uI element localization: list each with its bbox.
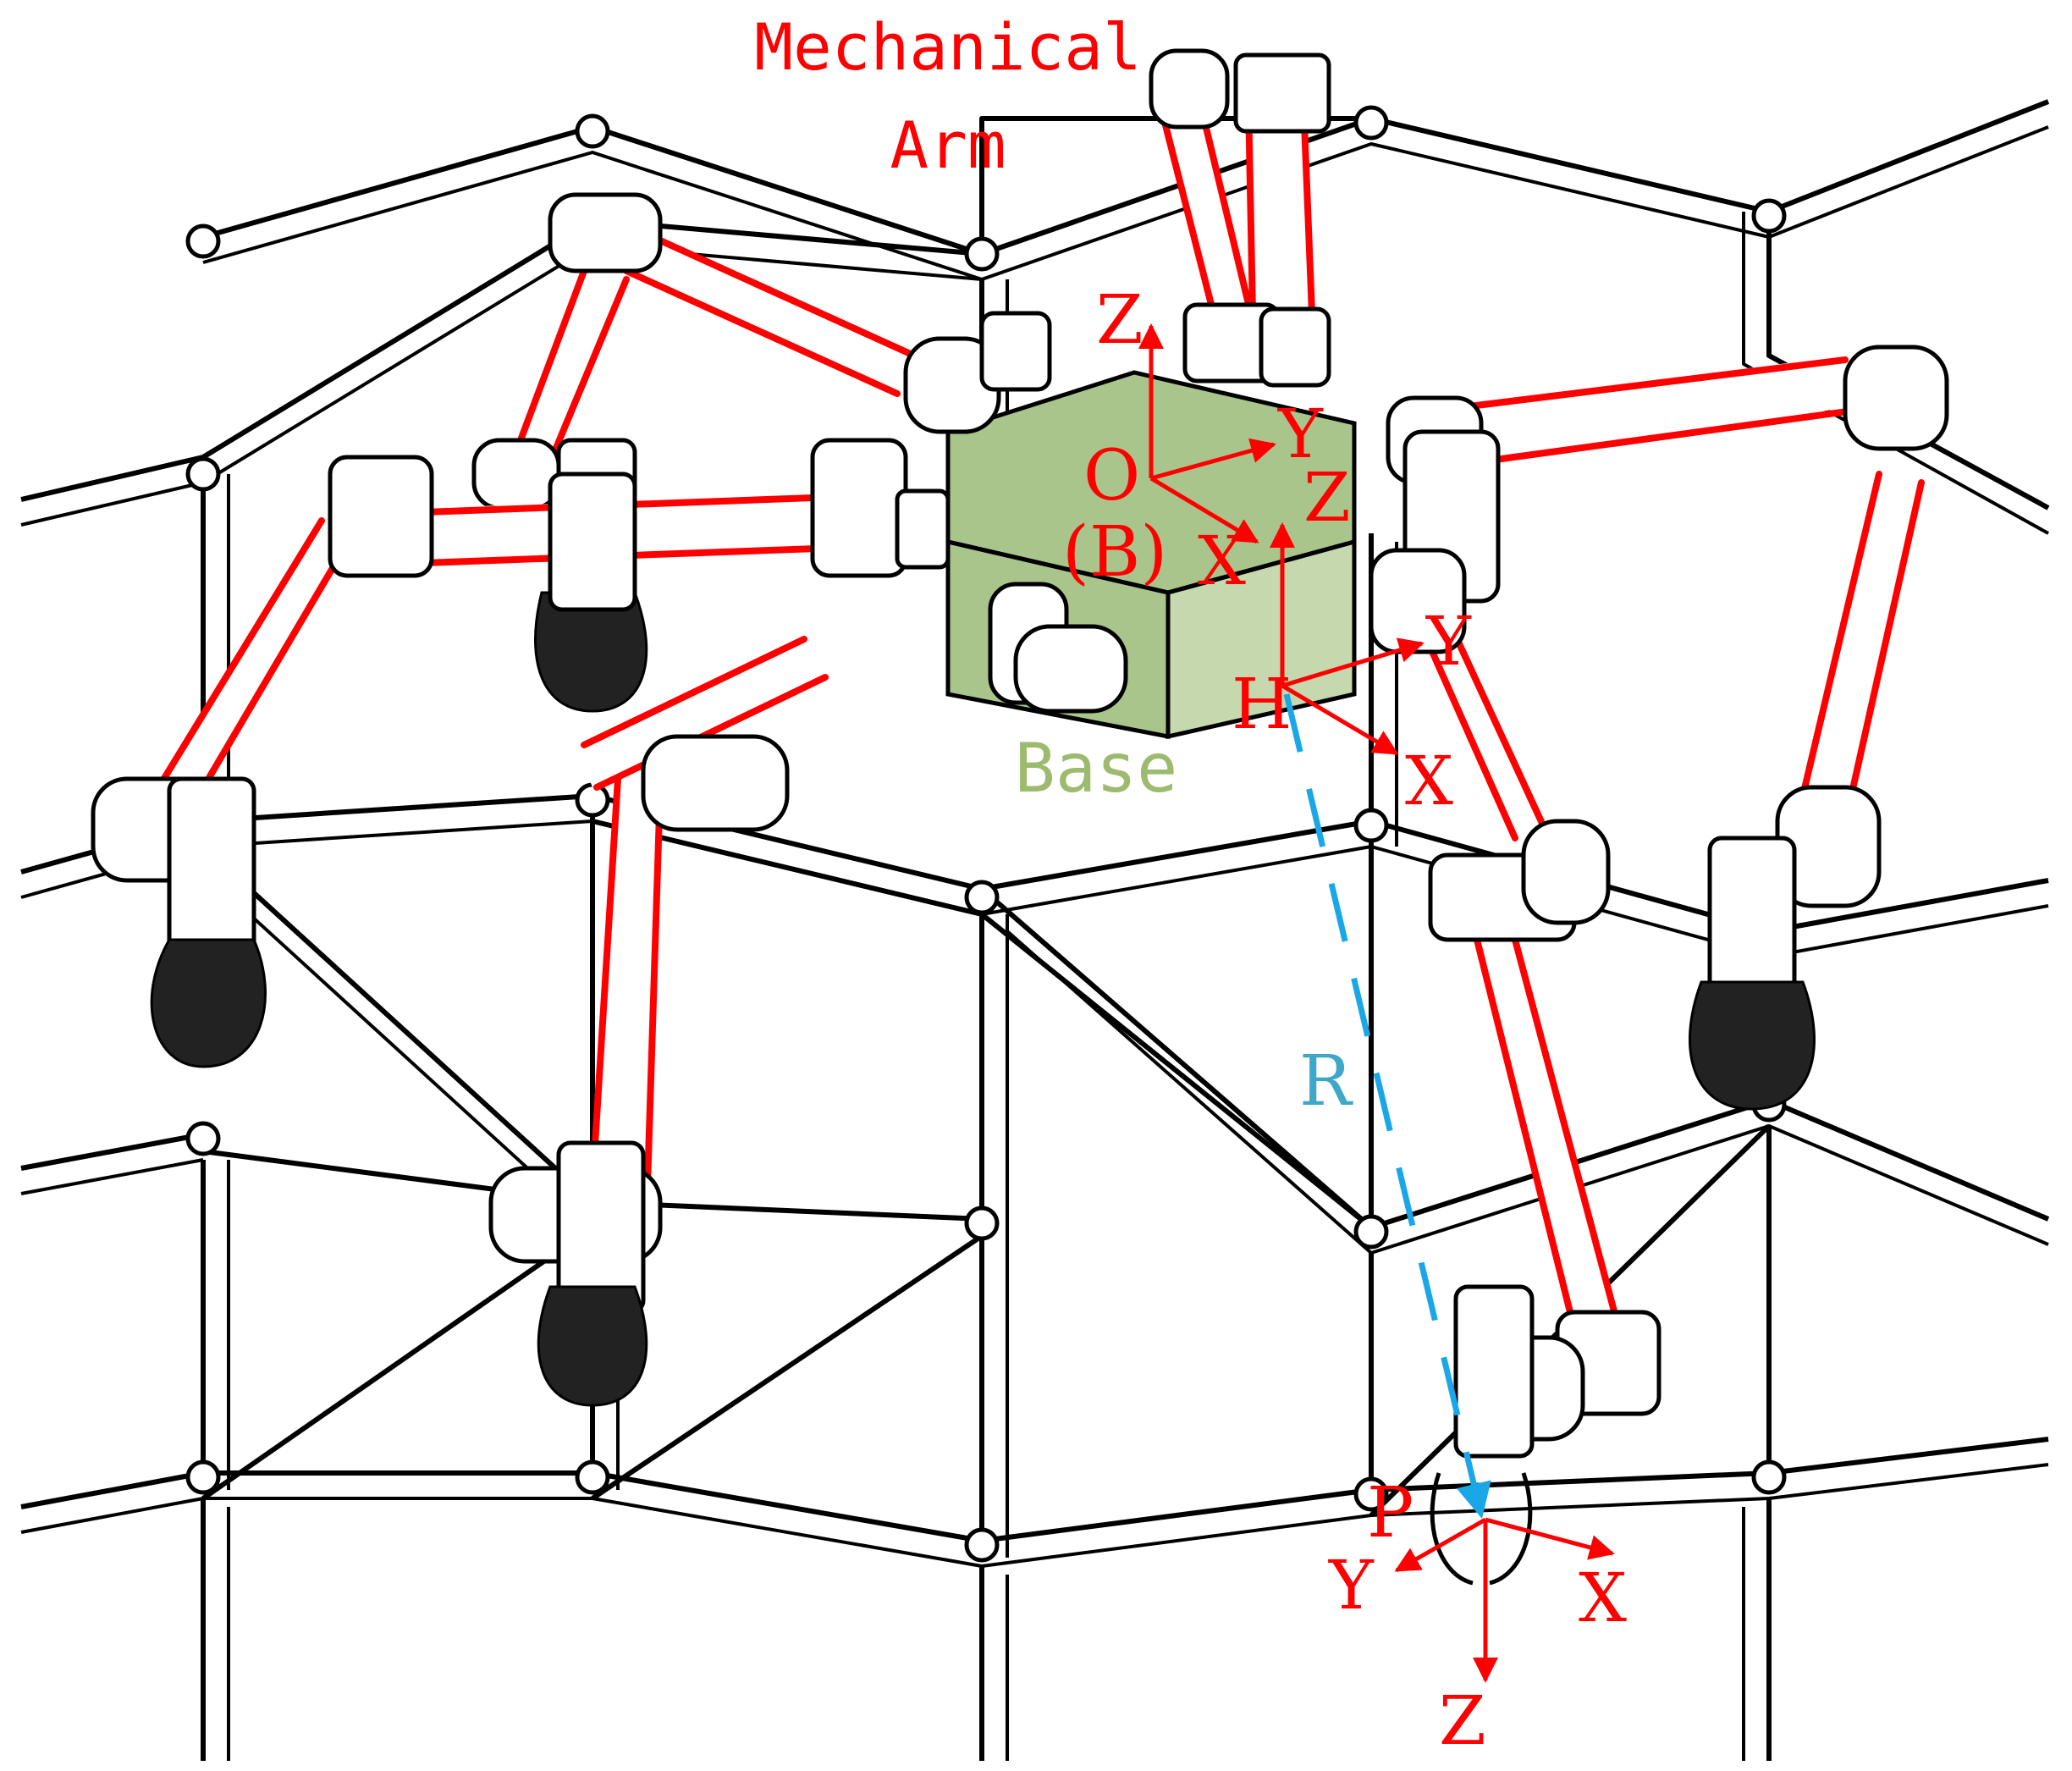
mechanical-arm-label-line2: Arm [890, 108, 1006, 183]
arm-top-left [470, 192, 1052, 595]
frame-h-axes [1270, 522, 1424, 756]
mechanical-arm-label-line1: Mechanical [754, 9, 1142, 85]
frame-h-z-label: Z [1303, 458, 1351, 537]
frame-o-z-label: Z [1096, 280, 1143, 359]
base-label: Base [1015, 729, 1178, 808]
frame-h-y-label: Y [1425, 602, 1472, 681]
radius-line [1283, 693, 1491, 1520]
frame-o-x-label: X [1198, 521, 1246, 600]
frame-h-x-label: X [1405, 742, 1453, 820]
frame-p-z-label: Z [1439, 1681, 1486, 1760]
mechanical-arms [91, 48, 1949, 1586]
arm-front-right [1369, 548, 1661, 1586]
frame-p-axes [1394, 1517, 1615, 1683]
arm-right [1386, 345, 1949, 1111]
labels: Mechanical Arm Z Y O Z (B) X Base Y H X … [754, 9, 1627, 1760]
frame-p-x-label: X [1579, 1559, 1627, 1637]
frame-p-label: P [1367, 1473, 1413, 1553]
frame-p-y-label: Y [1328, 1546, 1375, 1625]
frame-o-y-label: Y [1277, 394, 1324, 473]
arm-left [91, 438, 951, 1068]
frame-h-label: H [1232, 665, 1292, 745]
origin-o-label: O [1083, 436, 1140, 516]
radius-label: R [1299, 1041, 1353, 1122]
frame-o-axes [1138, 323, 1276, 544]
origin-b-label: (B) [1062, 512, 1167, 593]
arm-top [1149, 48, 1331, 388]
arm-front-left [488, 472, 1128, 1407]
